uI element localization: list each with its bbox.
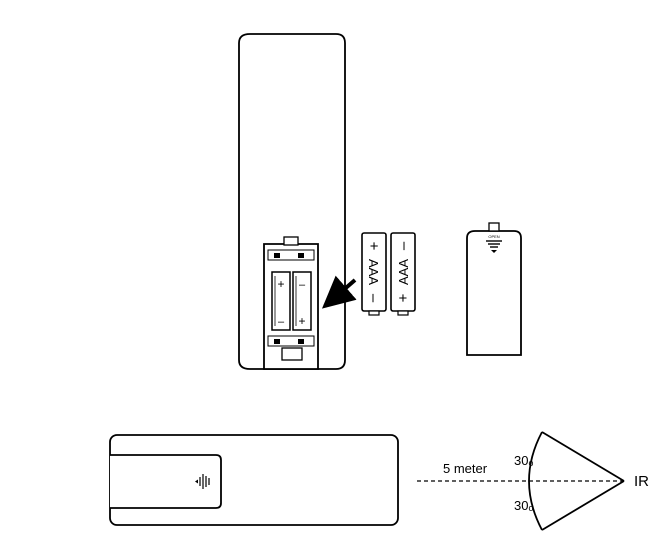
range-arc <box>528 431 543 531</box>
battery-slot-2: – + <box>292 271 312 331</box>
battery-cover: OPEN <box>466 222 522 356</box>
cover-arrow-icon <box>491 250 497 253</box>
battery-compartment: + – – + <box>263 236 319 370</box>
ir-arrow-icon <box>195 479 198 484</box>
cover-open-label: OPEN <box>488 234 499 239</box>
battery-1-minus: – <box>365 294 382 303</box>
range-distance-label: 5 meter <box>443 461 488 476</box>
slot-1-minus: – <box>278 316 285 328</box>
slot-2-minus: – <box>299 279 306 291</box>
insert-arrow-icon <box>321 275 357 309</box>
ir-label: IR <box>634 473 649 490</box>
battery-2-plus: + <box>395 293 412 302</box>
battery-2-label: AAA <box>396 259 411 285</box>
remote-back-view: + – – + <box>238 33 346 370</box>
battery-slot-1: + – <box>271 271 291 331</box>
cover-grip-icon <box>486 240 502 248</box>
battery-2-minus: – <box>395 241 412 250</box>
range-lower-edge <box>541 480 625 531</box>
range-upper-edge <box>541 431 625 482</box>
range-angle-top-label: 30ₒ <box>514 453 533 468</box>
battery-aaa-1: + AAA – <box>361 232 387 316</box>
ir-range-diagram: 5 meter 30ₒ 30ₒ IR <box>417 431 649 531</box>
battery-aaa-2: + AAA – <box>390 232 416 316</box>
slot-1-plus: + <box>277 277 284 291</box>
battery-1-label: AAA <box>366 259 381 285</box>
remote-side-view <box>109 434 399 526</box>
battery-1-plus: + <box>365 242 382 251</box>
range-angle-bottom-label: 30ₒ <box>514 498 533 513</box>
ir-emitter-icon <box>199 474 210 489</box>
slot-2-plus: + <box>298 314 305 328</box>
